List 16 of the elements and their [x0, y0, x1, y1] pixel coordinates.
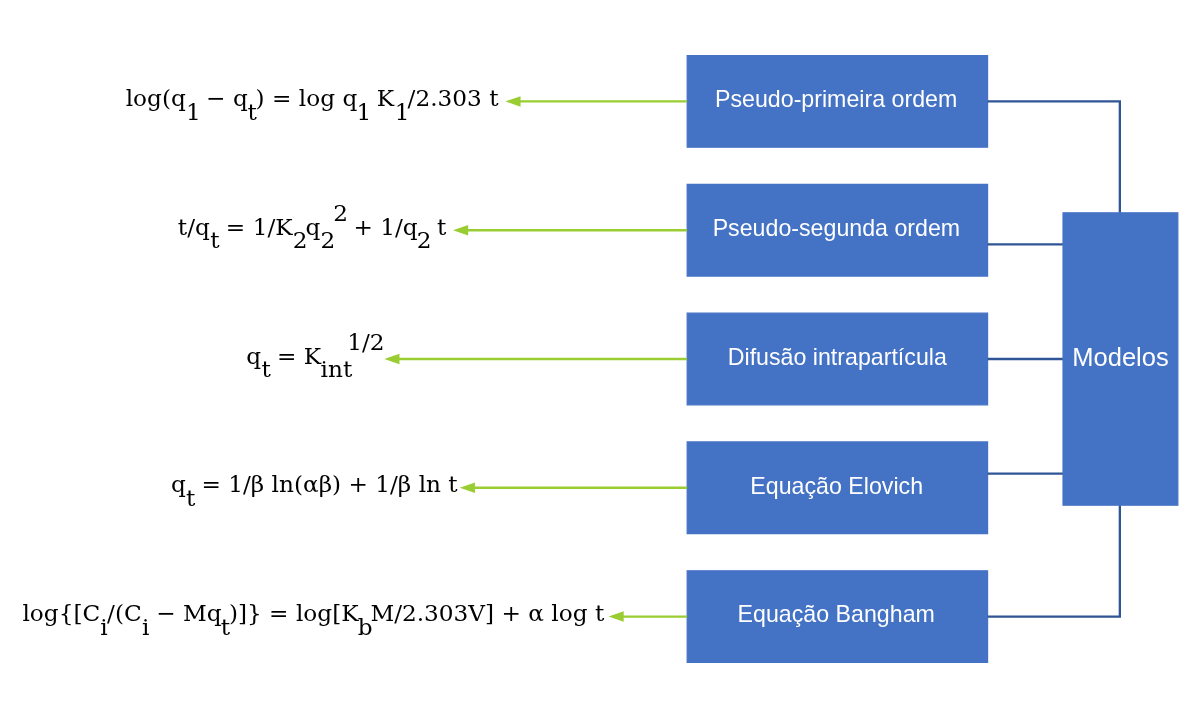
node-box: Equação Bangham: [686, 569, 989, 663]
node-box: Modelos: [1062, 211, 1179, 506]
node-box: Pseudo-segunda ordem: [686, 183, 989, 277]
node-box: Equação Elovich: [686, 440, 989, 534]
arrow: [608, 610, 687, 622]
node-box: Difusão intrapartícula: [686, 312, 989, 405]
arrow: [505, 95, 687, 107]
connector: [987, 471, 1063, 475]
arrow: [453, 224, 687, 236]
arrow: [459, 481, 687, 493]
arrow: [384, 353, 687, 364]
connector: [987, 99, 1121, 213]
node-box: Pseudo-primeira ordem: [686, 54, 989, 148]
connector: [987, 504, 1121, 618]
connector: [987, 242, 1063, 246]
connector: [987, 357, 1063, 360]
